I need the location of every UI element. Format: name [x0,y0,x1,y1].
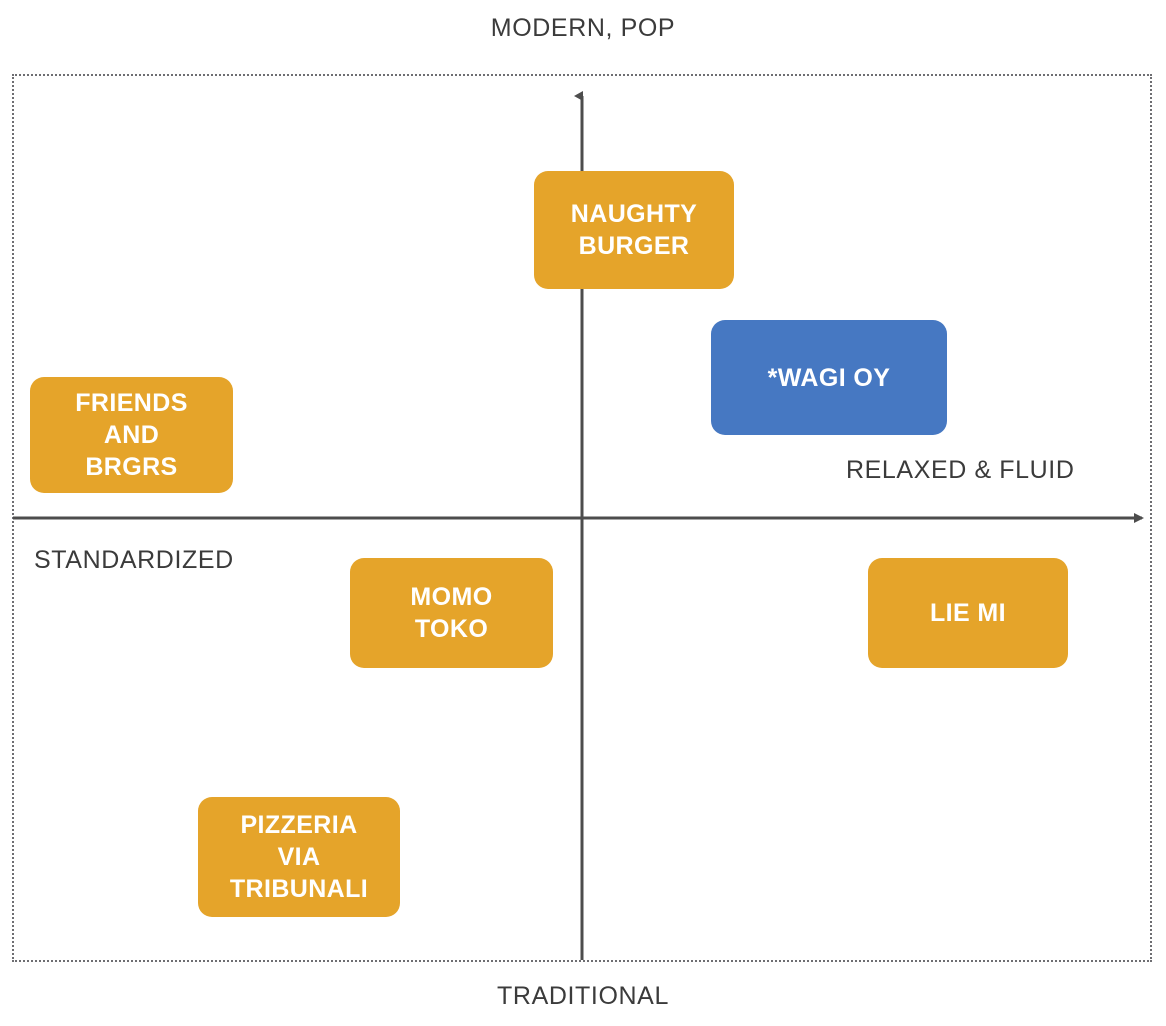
axis-label-standardized: STANDARDIZED [34,546,234,574]
brand-box-friends-and-brgrs[interactable]: FRIENDS AND BRGRS [30,377,233,493]
brand-label: *WAGI OY [767,363,891,392]
brand-box-lie-mi[interactable]: LIE MI [868,558,1068,668]
brand-box-wagi-oy[interactable]: *WAGI OY [711,320,947,435]
brand-box-pizzeria-via-tribunali[interactable]: PIZZERIA VIA TRIBUNALI [198,797,400,917]
brand-box-naughty-burger[interactable]: NAUGHTY BURGER [534,171,734,289]
brand-label: PIZZERIA VIA TRIBUNALI [229,811,369,903]
brand-label: FRIENDS AND BRGRS [75,389,188,481]
brand-box-momo-toko[interactable]: MOMO TOKO [350,558,553,668]
axis-title-bottom: TRADITIONAL [497,982,669,1010]
brand-label: MOMO TOKO [410,583,493,643]
axis-label-relaxed-fluid: RELAXED & FLUID [846,456,1075,484]
brand-label: LIE MI [929,599,1006,627]
brand-label: NAUGHTY BURGER [570,200,698,260]
axis-title-top: MODERN, POP [490,14,676,42]
